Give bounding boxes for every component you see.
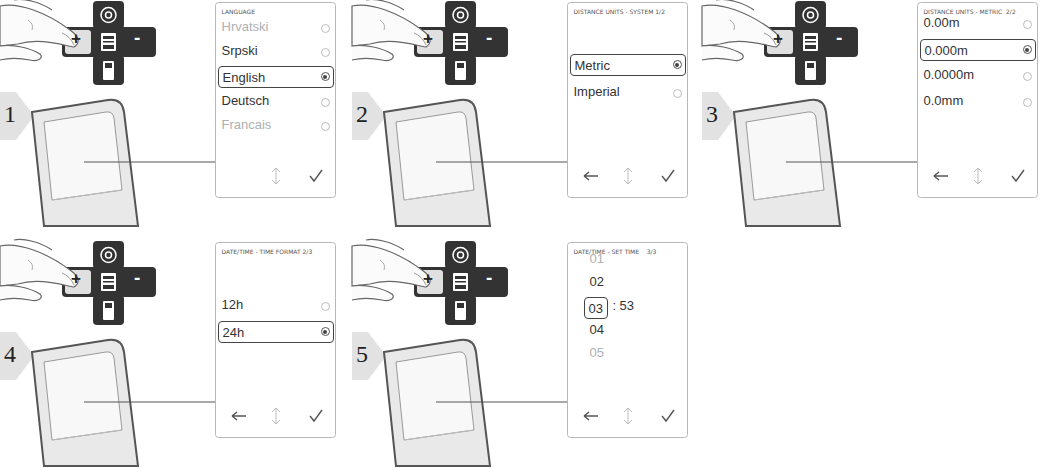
menu-option: Francais xyxy=(222,118,272,133)
menu-option: 02 xyxy=(590,275,604,290)
radio-button xyxy=(1023,72,1032,81)
menu-option: 04 xyxy=(590,323,604,338)
minus-key: - xyxy=(486,267,492,289)
selected-text: Metric xyxy=(575,58,610,73)
radio-button xyxy=(321,122,330,131)
menu-option: 05 xyxy=(590,346,604,361)
menu-option: 0.0mm xyxy=(924,94,964,109)
step-number: 5 xyxy=(356,341,368,369)
selected-text: 03 xyxy=(589,301,603,316)
radio-button xyxy=(1023,98,1032,107)
screen-header: DATE/TIME - TIME FORMAT 2/3 xyxy=(222,249,313,256)
screen-panel: DATE/TIME - TIME FORMAT 2/3 12h 24h xyxy=(216,243,336,438)
step-number: 1 xyxy=(4,101,16,129)
radio-button xyxy=(321,302,330,311)
selected-option: Metric xyxy=(570,54,686,76)
radio-button xyxy=(321,98,330,107)
minus-key: - xyxy=(836,27,842,49)
plus-key: + xyxy=(71,29,81,49)
step-number: 4 xyxy=(4,341,16,369)
menu-option: Srpski xyxy=(222,44,258,59)
radio-button xyxy=(321,48,330,57)
radio-selected xyxy=(673,60,682,69)
menu-option: Deutsch xyxy=(222,94,270,109)
plus-key: + xyxy=(423,269,433,289)
step-number: 3 xyxy=(706,101,718,129)
plus-key: + xyxy=(71,269,81,289)
menu-option: 53 xyxy=(620,299,634,314)
screen-header: DISTANCE UNITS - SYSTEM 1/2 xyxy=(574,9,665,16)
minus-key: - xyxy=(134,27,140,49)
step-number: 2 xyxy=(356,101,368,129)
screen-panel: DISTANCE UNITS - SYSTEM 1/2Imperial Metri… xyxy=(568,3,688,198)
screen-header: LANGUAGE xyxy=(222,9,256,16)
selected-option: English xyxy=(218,66,334,88)
menu-option: Hrvatski xyxy=(222,20,269,35)
menu-option: 01 xyxy=(590,252,604,267)
selected-text: 0.000m xyxy=(925,43,968,58)
plus-key: + xyxy=(423,29,433,49)
menu-option: 0.0000m xyxy=(924,68,975,83)
plus-key: + xyxy=(773,29,783,49)
radio-button xyxy=(321,24,330,33)
selected-option: 03 xyxy=(584,297,608,319)
minus-key: - xyxy=(134,267,140,289)
screen-panel: LANGUAGE HrvatskiSrpskiDeutschFrancais Eng… xyxy=(216,3,336,198)
radio-button xyxy=(673,89,682,98)
menu-option: 0.00m xyxy=(924,16,960,31)
radio-selected xyxy=(321,72,330,81)
menu-option: : xyxy=(613,299,617,314)
menu-option: 12h xyxy=(222,298,244,313)
screen-header: DISTANCE UNITS - METRIC 2/2 xyxy=(924,9,1016,16)
selected-option: 24h xyxy=(218,321,334,343)
selected-text: English xyxy=(223,70,266,85)
screen-panel: DATE/TIME - SET TIME 3/301 02 04 05:53 03 xyxy=(568,243,688,438)
selected-option: 0.000m xyxy=(920,39,1036,61)
selected-text: 24h xyxy=(223,325,245,340)
radio-selected xyxy=(1023,45,1032,54)
radio-selected xyxy=(321,327,330,336)
screen-panel: DISTANCE UNITS - METRIC 2/20.00m 0.0000m 0… xyxy=(918,3,1038,198)
screen-header: DATE/TIME - SET TIME 3/3 xyxy=(574,249,657,256)
minus-key: - xyxy=(486,27,492,49)
menu-option: Imperial xyxy=(574,85,620,100)
radio-button xyxy=(1023,20,1032,29)
